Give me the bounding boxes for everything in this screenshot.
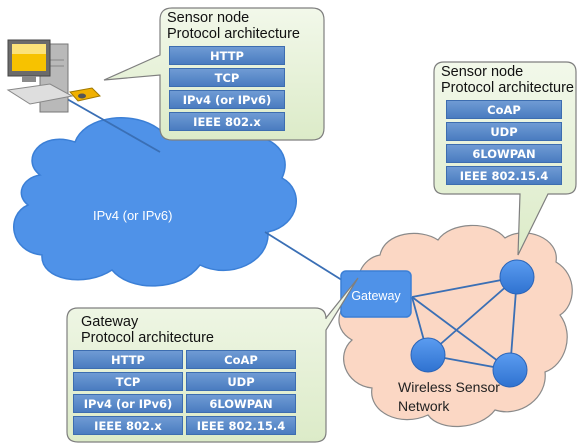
gw-layer-http: HTTP — [73, 350, 183, 369]
gw-layer-ieee-802154: IEEE 802.15.4 — [186, 416, 296, 435]
gateway-callout-title-line2: Protocol architecture — [81, 330, 214, 346]
gateway-stack-row: TCP UDP — [73, 372, 296, 391]
gateway-box — [340, 270, 412, 318]
gw-layer-ip: IPv4 (or IPv6) — [73, 394, 183, 413]
layer-http: HTTP — [169, 46, 285, 65]
wsn-label-line1: Wireless Sensor — [398, 379, 500, 395]
top-callout-title-line2: Protocol architecture — [167, 26, 300, 42]
top-callout-title: Sensor node Protocol architecture — [167, 10, 300, 42]
gateway-label: Gateway — [351, 289, 401, 303]
layer-coap: CoAP — [446, 100, 562, 119]
layer-tcp: TCP — [169, 68, 285, 87]
gw-layer-ieee-802x: IEEE 802.x — [73, 416, 183, 435]
sensor-node-top — [499, 259, 535, 295]
gateway-stack-row: IPv4 (or IPv6) 6LOWPAN — [73, 394, 296, 413]
wsn-label-line2: Network — [398, 398, 450, 414]
right-callout-title: Sensor node Protocol architecture — [441, 64, 574, 96]
wsn-label: Wireless Sensor Network — [398, 378, 500, 416]
gateway-protocol-stack: HTTP CoAP TCP UDP IPv4 (or IPv6) 6LOWPAN… — [73, 350, 296, 435]
gateway-stack-row: HTTP CoAP — [73, 350, 296, 369]
layer-ip: IPv4 (or IPv6) — [169, 90, 285, 109]
top-protocol-stack: HTTP TCP IPv4 (or IPv6) IEEE 802.x — [169, 46, 285, 131]
gw-layer-6lowpan: 6LOWPAN — [186, 394, 296, 413]
computer-icon — [6, 39, 101, 113]
gw-layer-udp: UDP — [186, 372, 296, 391]
right-protocol-stack: CoAP UDP 6LOWPAN IEEE 802.15.4 — [446, 100, 562, 185]
internet-cloud-label: IPv4 (or IPv6) — [93, 208, 173, 223]
gateway-callout-title: Gateway Protocol architecture — [81, 314, 214, 346]
layer-ieee-802x: IEEE 802.x — [169, 112, 285, 131]
sensor-node-bottom — [492, 352, 528, 388]
gw-layer-tcp: TCP — [73, 372, 183, 391]
gateway-callout-title-line1: Gateway — [81, 314, 139, 330]
gw-layer-coap: CoAP — [186, 350, 296, 369]
layer-ieee-802154: IEEE 802.15.4 — [446, 166, 562, 185]
layer-udp: UDP — [446, 122, 562, 141]
right-callout-title-line2: Protocol architecture — [441, 80, 574, 96]
sensor-node-left — [410, 337, 446, 373]
layer-6lowpan: 6LOWPAN — [446, 144, 562, 163]
internet-cloud — [13, 115, 297, 287]
top-callout-title-line1: Sensor node — [167, 10, 250, 26]
gateway-stack-row: IEEE 802.x IEEE 802.15.4 — [73, 416, 296, 435]
right-callout-title-line1: Sensor node — [441, 64, 524, 80]
